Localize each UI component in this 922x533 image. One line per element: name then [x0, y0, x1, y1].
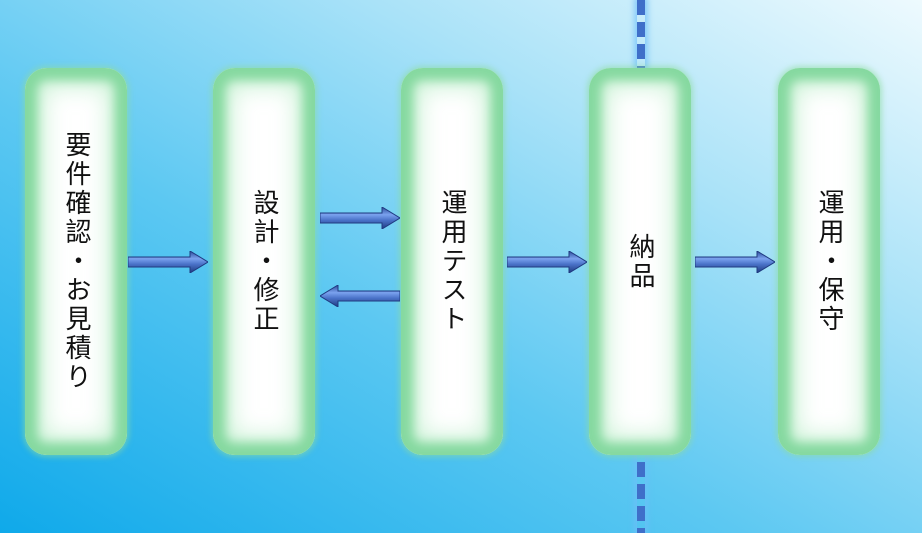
arrow-right-icon — [695, 251, 775, 273]
arrow-right-icon — [320, 207, 400, 229]
arrow-right-icon — [128, 251, 208, 273]
stage-design: 設計・修正 — [213, 68, 315, 455]
stage-label: 要件確認・お見積り — [61, 131, 91, 392]
stage-requirements: 要件確認・お見積り — [25, 68, 127, 455]
stage-operation-test: 運用テスト — [401, 68, 503, 455]
arrow-right-icon — [507, 251, 587, 273]
stage-maintenance: 運用・保守 — [778, 68, 880, 455]
stage-label: 運用・保守 — [814, 189, 844, 334]
stage-label: 設計・修正 — [249, 189, 279, 334]
stage-delivery: 納品 — [589, 68, 691, 455]
stage-label: 運用テスト — [437, 189, 467, 334]
stage-label: 納品 — [625, 232, 655, 291]
arrow-left-icon — [320, 285, 400, 307]
